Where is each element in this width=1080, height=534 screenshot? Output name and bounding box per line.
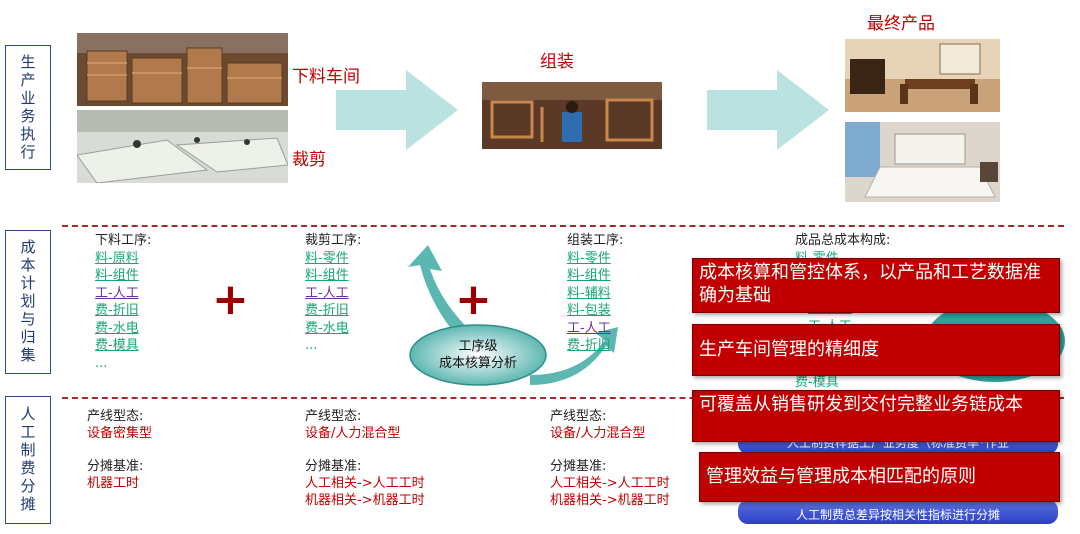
line-form-value: 设备密集型 (87, 426, 153, 441)
list-item[interactable]: 费-折旧 (567, 338, 611, 353)
plus-sign-2: + (455, 274, 492, 325)
callout-full-chain-coverage: 可覆盖从销售研发到交付完整业务链成本 (692, 390, 1060, 442)
bedroom-photo (845, 122, 1000, 202)
line-form-label: 产线型态: (550, 409, 607, 424)
list-item[interactable]: ... (305, 338, 318, 353)
list-item[interactable]: 料-组件 (567, 268, 611, 283)
list-item[interactable]: 料-组件 (305, 268, 349, 283)
line-form-value: 设备/人力混合型 (305, 426, 401, 441)
list-item[interactable]: 费-折旧 (305, 303, 349, 318)
final-product-label: 最终产品 (867, 14, 935, 34)
column-title: 组装工序: (567, 233, 624, 248)
list-item[interactable]: 料-组件 (95, 268, 139, 283)
trimming-label: 裁剪 (292, 150, 326, 170)
row-label-production: 生产业务执行 (5, 45, 51, 170)
list-item[interactable]: 料-零件 (305, 250, 349, 266)
line-form-label: 产线型态: (87, 409, 144, 424)
callout-cost-benefit-principle: 管理效益与管理成本相匹配的原则 (699, 452, 1060, 502)
list-item[interactable]: ... (95, 355, 108, 371)
line-form-label: 产线型态: (305, 409, 362, 424)
list-item[interactable]: 费-模具 (95, 338, 139, 353)
list-item[interactable]: 费-水电 (95, 320, 139, 336)
basis-label: 分摊基准: (87, 459, 144, 474)
list-item[interactable]: 工-人工 (95, 285, 139, 301)
total-cost-bottom: 费-模具 (795, 374, 839, 392)
list-item[interactable]: 费-折旧 (95, 303, 139, 318)
section-divider-bottom (62, 397, 1064, 399)
list-item[interactable]: 料-辅料 (567, 285, 611, 301)
analysis-curve-arrows (408, 245, 618, 386)
basis-value: 机器相关->机器工时 (550, 493, 670, 508)
basis-value: 人工相关->人工工时 (305, 476, 425, 491)
basis-value: 人工相关->人工工时 (550, 476, 670, 491)
total-cost-title: 成品总成本构成: (795, 233, 891, 248)
labor-column-3: 产线型态: 设备/人力混合型 分摊基准: 人工相关->人工工时 机器相关->机器… (550, 408, 670, 509)
line-form-value: 设备/人力混合型 (550, 426, 646, 441)
basis-value: 机器相关->机器工时 (305, 493, 425, 508)
assembly-photo (482, 82, 662, 149)
cutting-workshop-label: 下料车间 (292, 67, 360, 87)
cost-column-cutting: 下料工序: 料-原料 料-组件 工-人工 费-折旧 费-水电 费-模具 ... (95, 232, 151, 372)
section-divider-top (62, 225, 1064, 227)
basis-label: 分摊基准: (550, 459, 607, 474)
wood-stock-photo (77, 33, 288, 106)
list-item[interactable]: 工-人工 (305, 285, 349, 301)
assembly-label: 组装 (540, 52, 574, 72)
process-arrow-2 (707, 70, 829, 150)
list-item[interactable]: 料-零件 (567, 250, 611, 266)
bubble-line-2: 成本核算分析 (438, 356, 517, 371)
variance-allocation-bar: 人工制费总差异按相关性指标进行分摊 (738, 500, 1058, 524)
dining-room-photo (845, 39, 1000, 112)
list-item[interactable]: 费-模具 (795, 375, 839, 390)
list-item[interactable]: 料-包装 (567, 303, 611, 318)
callout-workshop-granularity: 生产车间管理的精细度 (692, 324, 1060, 376)
analysis-bubble-text: 工序级 成本核算分析 (418, 338, 538, 372)
list-item[interactable]: 料-原料 (95, 250, 139, 266)
labor-column-1: 产线型态: 设备密集型 分摊基准: 机器工时 (87, 408, 152, 492)
basis-value: 机器工时 (87, 476, 140, 491)
callout-accuracy-foundation: 成本核算和管控体系，以产品和工艺数据准确为基础 (692, 258, 1060, 313)
list-item[interactable]: 费-水电 (305, 320, 349, 336)
column-title: 下料工序: (95, 233, 152, 248)
cost-column-trimming: 裁剪工序: 料-零件 料-组件 工-人工 费-折旧 费-水电 ... (305, 232, 361, 355)
labor-column-2: 产线型态: 设备/人力混合型 分摊基准: 人工相关->人工工时 机器相关->机器… (305, 408, 425, 509)
cutting-workshop-photo (77, 110, 288, 183)
row-label-labor: 人工制费分摊 (5, 396, 51, 524)
row-label-costing: 成本计划与归集 (5, 230, 51, 374)
cost-column-assembly: 组装工序: 料-零件 料-组件 料-辅料 料-包装 工-人工 费-折旧 (567, 232, 623, 355)
column-title: 裁剪工序: (305, 233, 362, 248)
plus-sign-1: + (212, 274, 249, 325)
process-arrow-1 (336, 70, 458, 150)
basis-label: 分摊基准: (305, 459, 362, 474)
list-item[interactable]: 工-人工 (567, 320, 611, 336)
bubble-line-1: 工序级 (458, 339, 498, 354)
